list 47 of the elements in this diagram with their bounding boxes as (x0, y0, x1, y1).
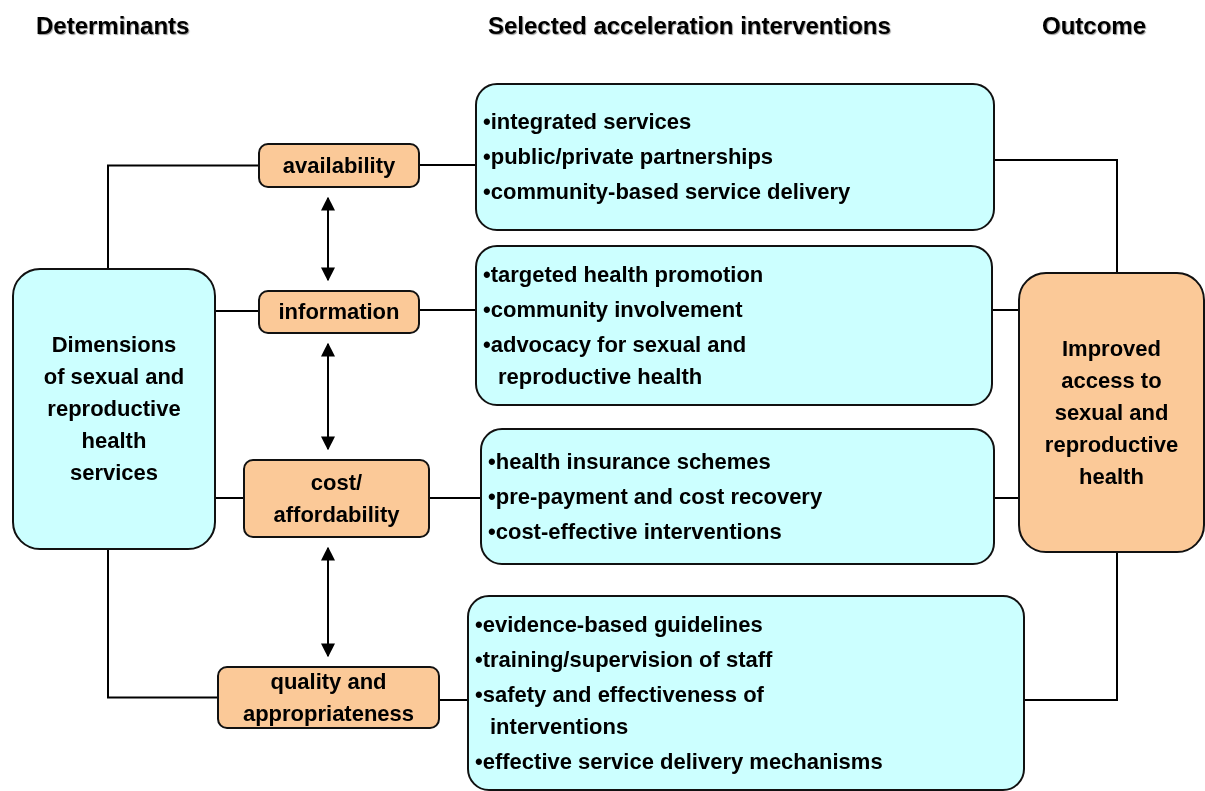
determinant-box (258, 290, 420, 334)
intervention-box (475, 83, 995, 231)
column-heading: Outcome (1042, 12, 1146, 40)
double-arrow (321, 196, 335, 282)
connector-line (439, 699, 468, 701)
connector-line (1024, 552, 1118, 701)
bullet-item: •integrated services (483, 108, 693, 136)
bullet-item: •public/private partnerships (483, 143, 775, 171)
bullet-item: •safety and effectiveness of interventions (475, 680, 765, 741)
connector-line (429, 497, 481, 499)
box-label: information (277, 298, 401, 326)
connector-line (215, 310, 259, 312)
double-arrow (321, 342, 335, 451)
column-heading: Selected acceleration interventions (488, 12, 891, 40)
bullet-item: •health insurance schemes (488, 447, 772, 476)
bullet-item: •community involvement (483, 295, 744, 324)
determinant-box (243, 459, 430, 538)
connector-line (992, 309, 1019, 311)
connector-line (215, 497, 244, 499)
connector-line (107, 164, 259, 269)
double-arrow (321, 546, 335, 658)
intervention-box (475, 245, 993, 406)
connector-line (994, 497, 1019, 499)
connector-line (419, 164, 476, 166)
column-heading: Determinants (36, 12, 190, 40)
determinant-box (217, 666, 440, 729)
intervention-box (467, 595, 1025, 791)
box-label: availability (281, 151, 397, 180)
outcome-box (1018, 272, 1205, 553)
connector-line (107, 549, 218, 699)
bullet-item: •community-based service delivery (483, 178, 852, 206)
box-label: Improved access to sexual and reproductive health (1043, 334, 1180, 491)
bullet-item: •cost-effective interventions (488, 517, 783, 546)
connector-line (994, 159, 1118, 273)
bullet-item: •pre-payment and cost recovery (488, 482, 824, 511)
bullet-item: •evidence-based guidelines (475, 610, 764, 639)
box-label: cost/ affordability (272, 468, 401, 529)
bullet-item: •effective service delivery mechanisms (475, 747, 884, 776)
bullet-item: •training/supervision of staff (475, 645, 774, 674)
connector-line (419, 309, 476, 311)
box-label: quality and appropriateness (241, 667, 416, 728)
box-label: Dimensions of sexual and reproductive health services (42, 331, 186, 487)
intervention-box (480, 428, 995, 565)
dimension-box (12, 268, 216, 550)
bullet-item: •advocacy for sexual and reproductive health (483, 330, 748, 391)
bullet-item: •targeted health promotion (483, 260, 765, 289)
determinant-box (258, 143, 420, 188)
